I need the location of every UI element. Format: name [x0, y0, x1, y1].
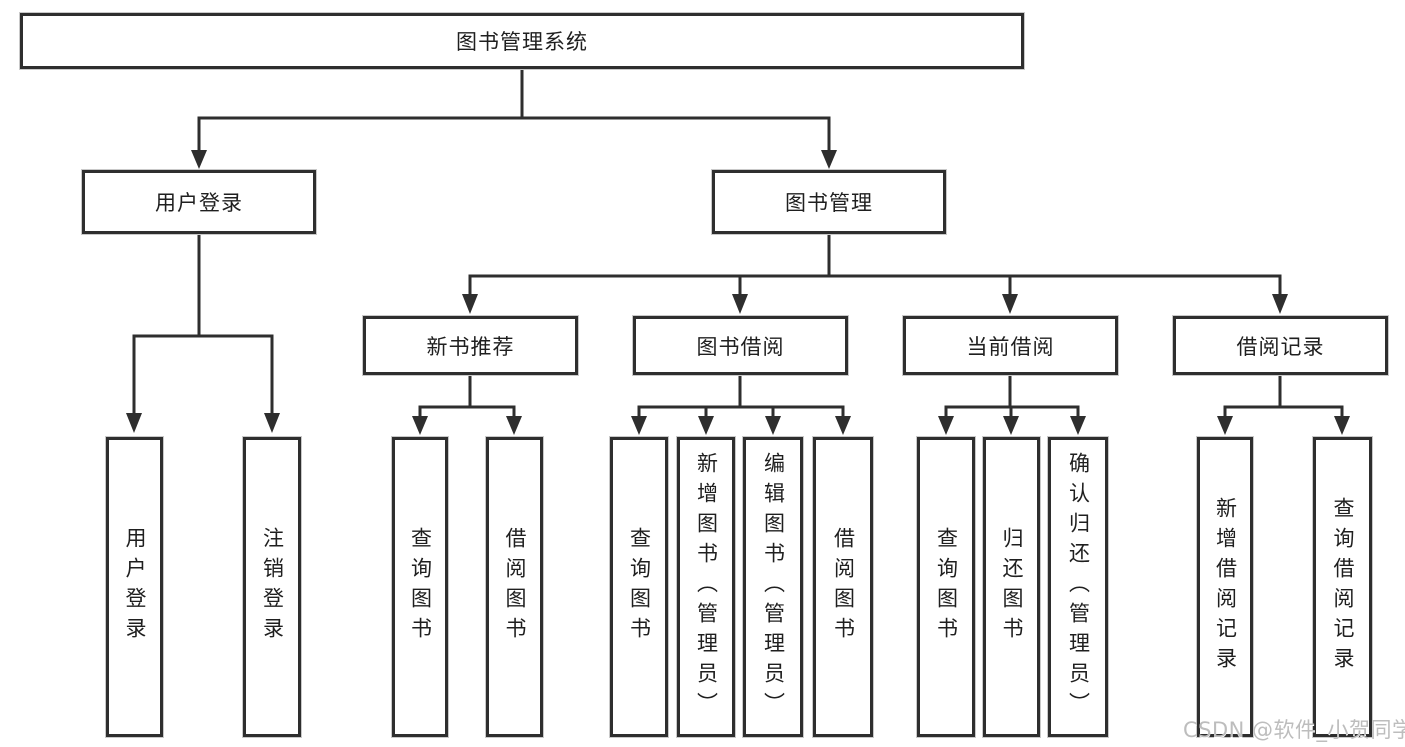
node-user-login-branch: 用户登录: [82, 170, 316, 234]
leaf-query-borrow-record: 查询借阅记录: [1313, 437, 1372, 737]
leaf-query-books-recommend: 查询图书: [392, 437, 448, 737]
leaf-borrow-books-recommend: 借阅图书: [486, 437, 543, 737]
leaf-query-books-borrow: 查询图书: [610, 437, 668, 737]
arrowheads: [126, 150, 1350, 435]
connector-segments: [132, 69, 1344, 417]
node-book-management-branch: 图书管理: [712, 170, 946, 234]
leaf-borrow-books: 借阅图书: [813, 437, 873, 737]
leaf-edit-books-admin: 编辑图书（管理员）: [743, 437, 803, 737]
node-book-borrow: 图书借阅: [633, 316, 848, 375]
csdn-watermark: CSDN @软件_小贺同学: [1183, 718, 1405, 742]
leaf-user-login: 用户登录: [106, 437, 163, 737]
node-new-book-recommend: 新书推荐: [363, 316, 578, 375]
node-library-system-root: 图书管理系统: [20, 13, 1024, 69]
leaf-add-borrow-record: 新增借阅记录: [1197, 437, 1253, 737]
node-borrow-records: 借阅记录: [1173, 316, 1388, 375]
leaf-confirm-return-admin: 确认归还（管理员）: [1048, 437, 1108, 737]
leaf-logout: 注销登录: [243, 437, 301, 737]
leaf-return-books: 归还图书: [983, 437, 1040, 737]
leaf-add-books-admin: 新增图书（管理员）: [677, 437, 735, 737]
node-current-borrow: 当前借阅: [903, 316, 1118, 375]
leaf-query-books-current: 查询图书: [917, 437, 975, 737]
